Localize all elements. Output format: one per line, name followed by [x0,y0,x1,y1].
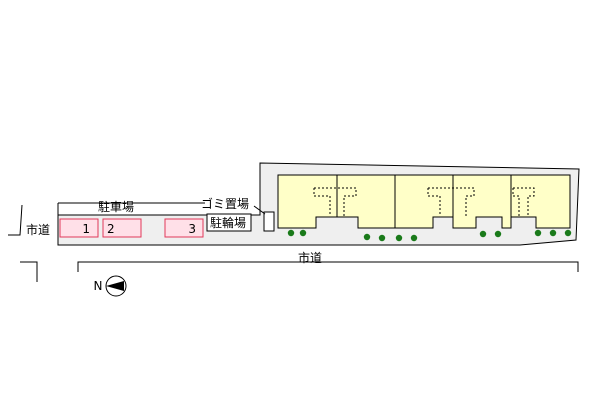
city-road-left-label: 市道 [26,222,50,237]
compass-icon: N [94,275,127,297]
parking-lot-label: 駐車場 [98,199,134,214]
parking-space-3 [164,218,204,238]
parking-space-2-number: 2 [107,222,115,236]
parking-spaces: 1 2 3 [59,218,204,238]
city-road-bottom-label: 市道 [298,250,322,265]
parking-space-2 [102,218,142,238]
bicycle-parking-label: 駐輪場 [210,215,246,230]
bicycle-parking-box [206,213,252,232]
garbage-leader-line [253,205,266,215]
parking-space-3-number: 3 [188,222,196,236]
parking-space-1-number: 1 [82,222,90,236]
garbage-area-box [263,211,275,232]
parking-space-1 [59,218,99,238]
garbage-area-label: ゴミ置場 [201,196,249,211]
compass-north-label: N [94,279,103,293]
left-road-edges [8,204,38,282]
bottom-road-line [77,261,579,272]
building [277,174,571,229]
trees [287,229,572,242]
